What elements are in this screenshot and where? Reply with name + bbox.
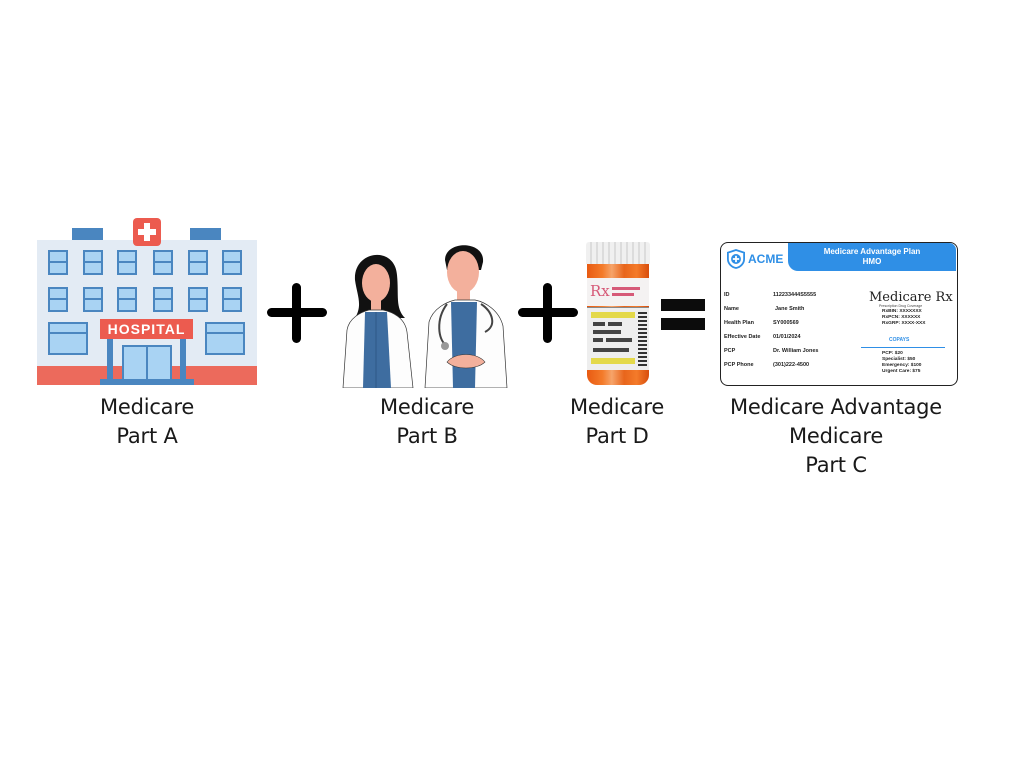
hospital-window [117,287,137,312]
hospital-window [222,287,242,312]
copay-item: PCP: $20 [882,351,903,356]
doctors-icon [342,245,508,388]
divider [861,347,945,348]
field-label: PCP [724,348,736,354]
label-line: Part D [585,424,649,448]
label-text-bar [608,322,622,326]
copay-item: Emergency: $100 [882,363,922,368]
field-value: 01/01/2024 [773,334,801,340]
rx-field: RxGRP: XXXX-XXX [882,321,926,326]
field-value: Jane Smith [775,306,805,312]
brand-name: ACME [748,252,784,266]
hospital-column [180,339,186,381]
label-highlight [591,312,635,318]
label-line: Medicare [569,395,665,419]
hospital-window [153,287,173,312]
hospital-window [153,250,173,275]
field-label: Health Plan [724,320,754,326]
label-line: Medicare [379,395,475,419]
label-text-bar [606,338,632,342]
label-line: Part A [116,424,178,448]
field-label: Name [724,306,739,312]
label-part-d: Medicare Part D [527,393,707,451]
hospital-window [117,250,137,275]
hospital-window [83,250,103,275]
field-label: PCP Phone [724,362,754,368]
bottle-cap [586,242,650,264]
label-line-decor [612,287,640,290]
medical-cross-icon [133,218,161,246]
copay-item: Specialist: $50 [882,357,916,362]
shield-plus-icon [727,249,745,269]
hospital-door [122,345,172,381]
plan-name: Medicare Advantage Plan [823,247,921,256]
rx-title: Medicare Rx [869,290,953,305]
label-part-a: Medicare Part A [57,393,237,451]
field-value: (301)222-4500 [773,362,810,368]
hospital-window [48,287,68,312]
hospital-window [222,250,242,275]
barcode [638,312,647,366]
field-value: SY000569 [773,320,799,326]
copays-title: COPAYS [889,337,910,343]
field-value: 112233444S5555 [773,292,817,298]
field-label: ID [724,292,730,298]
hospital-roof-left [72,228,103,240]
label-highlight [591,358,635,364]
label-line: Medicare Advantage [729,395,943,419]
label-line: Medicare [788,424,884,448]
insurance-card-icon: ACME Medicare Advantage Plan HMO ID 1122… [720,242,958,386]
label-text-bar [593,322,605,326]
hospital-window [83,287,103,312]
rx-label [587,278,649,306]
label-line-decor [612,293,634,296]
label-text-bar [593,348,629,352]
rx-symbol: Rx [590,282,610,300]
copay-item: Urgent Care: $75 [882,369,921,374]
hospital-column [107,339,113,381]
hospital-window [48,250,68,275]
hospital-window [188,287,208,312]
label-line: Part B [396,424,458,448]
hospital-step [100,379,194,385]
rx-field: RxBIN: XXXXXXX [882,309,922,314]
card-header: Medicare Advantage Plan HMO [788,243,956,271]
rx-field: RxPCN: XXXXXX [882,315,921,320]
label-part-c: Medicare Advantage Medicare Part C [716,393,956,480]
hospital-roof-right [190,228,221,240]
plan-type: HMO [862,257,882,266]
field-label: Effective Date [724,334,761,340]
label-line: Part C [805,453,867,477]
label-text-bar [593,330,621,334]
label-text-bar [593,338,603,342]
hospital-window [188,250,208,275]
field-value: Dr. William Jones [773,348,819,354]
rx-subtitle: Prescription Drug Coverage [879,304,923,308]
label-line: Medicare [99,395,195,419]
hospital-window-large [205,322,245,355]
hospital-sign: HOSPITAL [100,319,193,339]
hospital-window-large [48,322,88,355]
label-part-b: Medicare Part B [337,393,517,451]
